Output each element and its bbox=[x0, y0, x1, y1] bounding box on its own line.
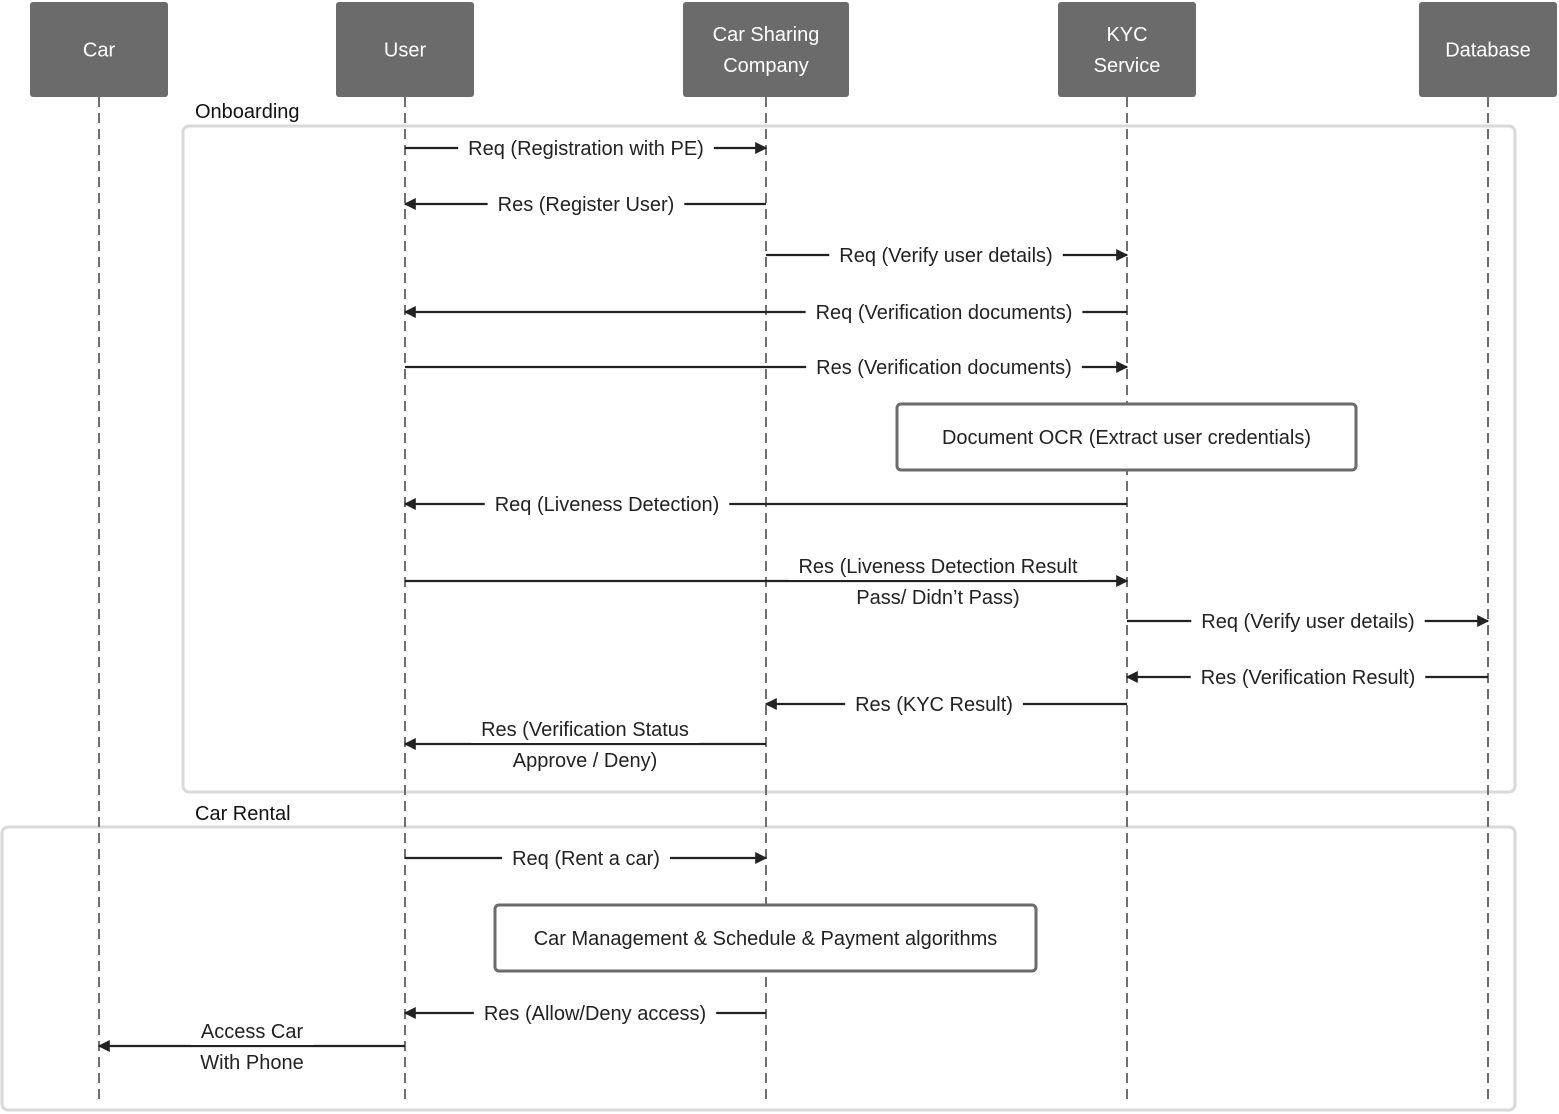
message-req-registration: Req (Registration with PE) bbox=[405, 136, 768, 162]
message-label: Req (Registration with PE) bbox=[458, 136, 714, 162]
message-label-line: Req (Verify user details) bbox=[839, 245, 1052, 267]
message-label-line: Res (Liveness Detection Result bbox=[798, 556, 1077, 578]
message-label-line: Req (Registration with PE) bbox=[468, 138, 704, 160]
message-label: Res (Register User) bbox=[487, 192, 685, 218]
message-label-line: Access Car bbox=[201, 1021, 304, 1043]
message-label-line: Approve / Deny) bbox=[513, 750, 658, 772]
message-label: Req (Rent a car) bbox=[502, 846, 670, 872]
message-label-line: Res (KYC Result) bbox=[855, 694, 1013, 716]
message-req-verification-documents: Req (Verification documents) bbox=[403, 300, 1127, 326]
actor-database: Database bbox=[1419, 2, 1557, 97]
message-label-line: With Phone bbox=[200, 1052, 303, 1074]
group-onboarding: Onboarding bbox=[181, 101, 1517, 794]
message-req-rent-car: Req (Rent a car) bbox=[405, 846, 768, 872]
note-box bbox=[895, 402, 1358, 472]
actor-label: Database bbox=[1445, 40, 1531, 62]
actor-label: Company bbox=[723, 55, 809, 77]
message-res-verification-documents: Res (Verification documents) bbox=[405, 355, 1129, 381]
message-label: Req (Liveness Detection) bbox=[484, 492, 730, 518]
message-label-line: Req (Liveness Detection) bbox=[495, 494, 720, 516]
message-label: Req (Verify user details) bbox=[829, 243, 1063, 269]
actor-box bbox=[336, 2, 474, 97]
message-res-verification-result: Res (Verification Result) bbox=[1125, 665, 1488, 691]
message-label: Req (Verification documents) bbox=[805, 300, 1083, 326]
actor-box bbox=[683, 2, 849, 97]
message-label-line: Res (Verification documents) bbox=[816, 357, 1072, 379]
message-label: Req (Verify user details) bbox=[1191, 609, 1425, 635]
note-car-management: Car Management & Schedule & Payment algo… bbox=[493, 903, 1038, 973]
message-label-bg bbox=[471, 717, 699, 743]
group-frame bbox=[181, 124, 1517, 794]
actor-label: KYC bbox=[1106, 24, 1147, 46]
message-label-bg bbox=[487, 192, 685, 218]
note-text: Document OCR (Extract user credentials) bbox=[942, 427, 1311, 449]
actor-user: User bbox=[336, 2, 474, 97]
actor-box bbox=[30, 2, 168, 97]
actor-box bbox=[1419, 2, 1557, 97]
message-label-bg bbox=[502, 748, 668, 774]
message-label-bg bbox=[845, 692, 1023, 718]
message-req-liveness-detection: Req (Liveness Detection) bbox=[403, 492, 1127, 518]
message-label-line: Pass/ Didn’t Pass) bbox=[856, 587, 1019, 609]
message-label-bg bbox=[458, 136, 714, 162]
message-label-line: Res (Register User) bbox=[498, 194, 675, 216]
group-car-rental: Car Rental bbox=[0, 803, 1517, 1112]
message-label-bg bbox=[805, 300, 1083, 326]
message-label-line: Req (Rent a car) bbox=[512, 848, 660, 870]
message-label-bg bbox=[846, 585, 1030, 611]
message-label-bg bbox=[1190, 665, 1426, 691]
message-label-line: Res (Verification Result) bbox=[1201, 667, 1416, 689]
message-label-line: Req (Verify user details) bbox=[1201, 611, 1414, 633]
message-label-bg bbox=[190, 1019, 314, 1045]
message-label: Res (Allow/Deny access) bbox=[473, 1001, 717, 1027]
message-label-line: Res (Verification Status bbox=[481, 719, 689, 741]
message-label-bg bbox=[473, 1001, 717, 1027]
group-label: Car Rental bbox=[195, 803, 291, 825]
message-label-bg bbox=[484, 492, 730, 518]
message-label-line: Req (Verification documents) bbox=[816, 302, 1073, 324]
message-label: Res (Verification documents) bbox=[806, 355, 1082, 381]
message-label-bg bbox=[190, 1050, 314, 1076]
actor-kyc: KYC Service bbox=[1058, 2, 1196, 97]
note-document-ocr: Document OCR (Extract user credentials) bbox=[895, 402, 1358, 472]
group-label: Onboarding bbox=[195, 101, 300, 123]
note-box bbox=[493, 903, 1038, 973]
actor-box bbox=[1058, 2, 1196, 97]
message-label-line: Res (Allow/Deny access) bbox=[484, 1003, 706, 1025]
message-res-register-user: Res (Register User) bbox=[403, 192, 766, 218]
message-label: Res (KYC Result) bbox=[845, 692, 1023, 718]
message-label-bg bbox=[806, 355, 1082, 381]
actor-label: Car Sharing bbox=[713, 24, 820, 46]
message-label-bg bbox=[788, 554, 1088, 580]
message-label-bg bbox=[502, 846, 670, 872]
message-req-verify-user-details-db: Req (Verify user details) bbox=[1127, 609, 1490, 635]
actor-car: Car bbox=[30, 2, 168, 97]
message-res-allow-deny-access: Res (Allow/Deny access) bbox=[403, 1001, 766, 1027]
message-label-bg bbox=[829, 243, 1063, 269]
note-text: Car Management & Schedule & Payment algo… bbox=[534, 928, 998, 950]
message-label: Res (Verification Result) bbox=[1190, 665, 1426, 691]
group-frame bbox=[0, 825, 1517, 1112]
message-label-bg bbox=[1191, 609, 1425, 635]
actor-label: Car bbox=[83, 40, 116, 62]
message-res-kyc-result: Res (KYC Result) bbox=[764, 692, 1127, 718]
actor-label: User bbox=[384, 40, 427, 62]
message-req-verify-user-details: Req (Verify user details) bbox=[766, 243, 1129, 269]
actor-label: Service bbox=[1094, 55, 1161, 77]
